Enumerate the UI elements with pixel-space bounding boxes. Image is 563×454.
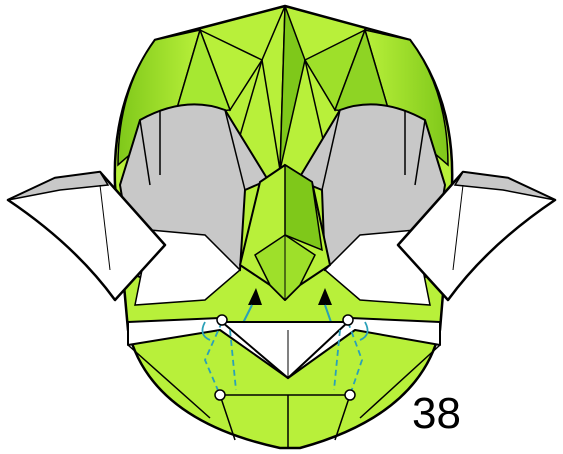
fold-point-bottom-right	[345, 390, 355, 400]
fold-point-bottom-left	[215, 390, 225, 400]
fold-point-top-right	[343, 315, 353, 325]
step-number: 38	[412, 392, 461, 436]
fold-point-top-left	[217, 315, 227, 325]
